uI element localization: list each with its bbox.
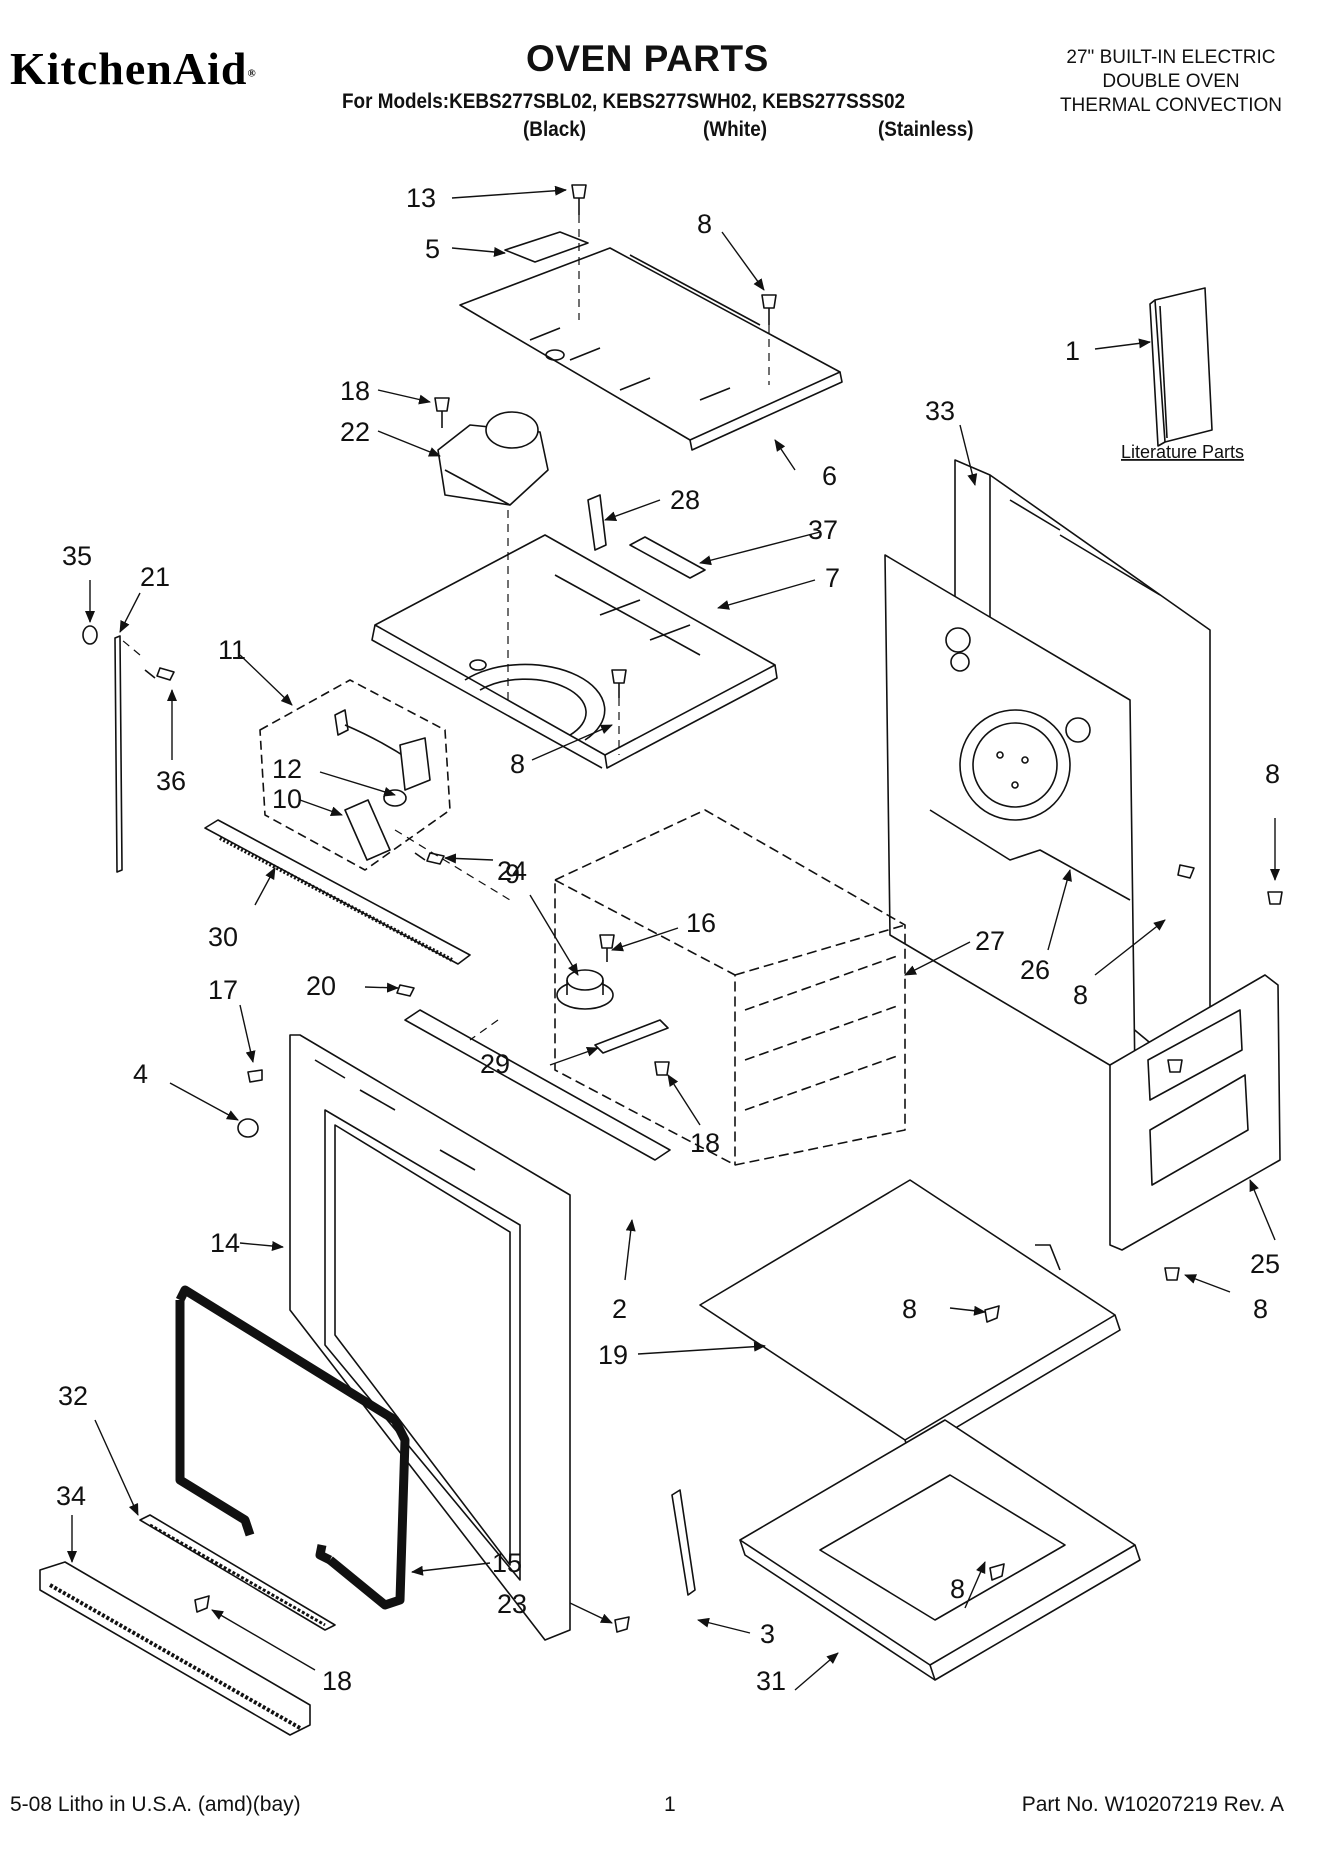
brand-logo: KitchenAid®: [10, 43, 257, 94]
callout-8: 8: [510, 749, 525, 779]
page-number: 1: [664, 1793, 676, 1816]
callout-5: 5: [425, 234, 440, 264]
tray-bracket: [671, 1489, 696, 1596]
callout-27: 27: [975, 926, 1005, 956]
callout-1: 1: [1065, 336, 1080, 366]
product-line-2: DOUBLE OVEN: [1102, 71, 1240, 92]
heating-element-terminal: [594, 1019, 669, 1054]
callout-35: 35: [62, 541, 92, 571]
air-strip: [629, 536, 706, 579]
callout-8: 8: [1265, 759, 1280, 789]
callout-33: 33: [925, 396, 955, 426]
callout-26: 26: [1020, 955, 1050, 985]
thermal-sensor: [587, 494, 607, 551]
callout-37: 37: [808, 515, 838, 545]
literature-parts-label: Literature Parts: [1121, 442, 1244, 462]
callout-18: 18: [322, 1666, 352, 1696]
kick-plate: [39, 1561, 311, 1736]
part-number: Part No. W10207219 Rev. A: [1021, 1793, 1284, 1816]
callout-20: 20: [306, 971, 336, 1001]
callout-3: 3: [760, 1619, 775, 1649]
callout-18: 18: [690, 1128, 720, 1158]
callout-25: 25: [1250, 1249, 1280, 1279]
vent-rail: [204, 819, 471, 965]
convection-motor: [437, 411, 549, 506]
callout-6: 6: [822, 461, 837, 491]
rod-bushing: [82, 625, 98, 645]
callout-8: 8: [902, 1294, 917, 1324]
light-lens: [344, 799, 391, 861]
callout-23: 23: [497, 1589, 527, 1619]
callout-32: 32: [58, 1381, 88, 1411]
top-bracket: [504, 231, 589, 263]
callout-8: 8: [1253, 1294, 1268, 1324]
door-rod: [114, 635, 123, 873]
callout-16: 16: [686, 908, 716, 938]
callout-4: 4: [133, 1059, 148, 1089]
callout-leaders: [67, 185, 1280, 1691]
callout-12: 12: [272, 754, 302, 784]
callout-11: 11: [218, 635, 246, 665]
cavity-top: [371, 534, 778, 769]
page-title: OVEN PARTS: [526, 38, 769, 79]
product-line-3: THERMAL CONVECTION: [1059, 95, 1282, 116]
callout-28: 28: [670, 485, 700, 515]
front-frame: [289, 1034, 571, 1641]
callout-14: 14: [210, 1228, 240, 1258]
callout-21: 21: [140, 562, 170, 592]
callout-2: 2: [612, 1294, 627, 1324]
callout-29: 29: [480, 1049, 510, 1079]
callout-36: 36: [156, 766, 186, 796]
door-switch-button: [237, 1118, 259, 1138]
product-description: 27" BUILT-IN ELECTRIC DOUBLE OVEN THERMA…: [1060, 46, 1282, 118]
door-gasket: [175, 1285, 410, 1610]
callout-labels: 13 5 8 1 18 22 6 33 28 37 35 21 7 11 36 …: [56, 183, 1280, 1696]
variant-stainless: (Stainless): [878, 118, 974, 141]
callout-8: 8: [1073, 980, 1088, 1010]
models-line: For Models:KEBS277SBL02, KEBS277SWH02, K…: [342, 90, 906, 113]
oven-cavity: [554, 809, 906, 1166]
product-line-1: 27" BUILT-IN ELECTRIC: [1066, 47, 1276, 68]
callout-34: 34: [56, 1481, 86, 1511]
front-trim: [404, 1009, 671, 1161]
callout-18: 18: [340, 376, 370, 406]
side-panel: [1109, 974, 1281, 1251]
vent-grille-upper: [139, 1514, 336, 1631]
light-assembly-group: [259, 679, 451, 871]
bottom-panel: [699, 1179, 1121, 1456]
callout-19: 19: [598, 1340, 628, 1370]
back-wall: [884, 554, 1136, 1081]
callout-17: 17: [208, 975, 238, 1005]
variant-white: (White): [703, 118, 768, 141]
callout-15: 15: [492, 1548, 522, 1578]
callout-9: 9: [505, 859, 520, 889]
callout-22: 22: [340, 417, 370, 447]
callout-8: 8: [950, 1574, 965, 1604]
screw-set: [144, 184, 1283, 1633]
top-panel: [459, 247, 843, 451]
print-info: 5-08 Litho in U.S.A. (amd)(bay): [10, 1793, 301, 1816]
callout-30: 30: [208, 922, 238, 952]
bottom-tray: [739, 1419, 1141, 1681]
callout-10: 10: [272, 784, 302, 814]
variant-black: (Black): [523, 118, 587, 141]
callout-8: 8: [697, 209, 712, 239]
brand-name: KitchenAid: [10, 43, 248, 94]
assembly-guides: [121, 215, 770, 1041]
literature-booklet: [1149, 287, 1213, 447]
callout-31: 31: [756, 1666, 786, 1696]
callout-7: 7: [825, 563, 840, 593]
callout-13: 13: [406, 183, 436, 213]
callout-24: 24: [497, 856, 527, 886]
fan-motor: [556, 969, 614, 1010]
